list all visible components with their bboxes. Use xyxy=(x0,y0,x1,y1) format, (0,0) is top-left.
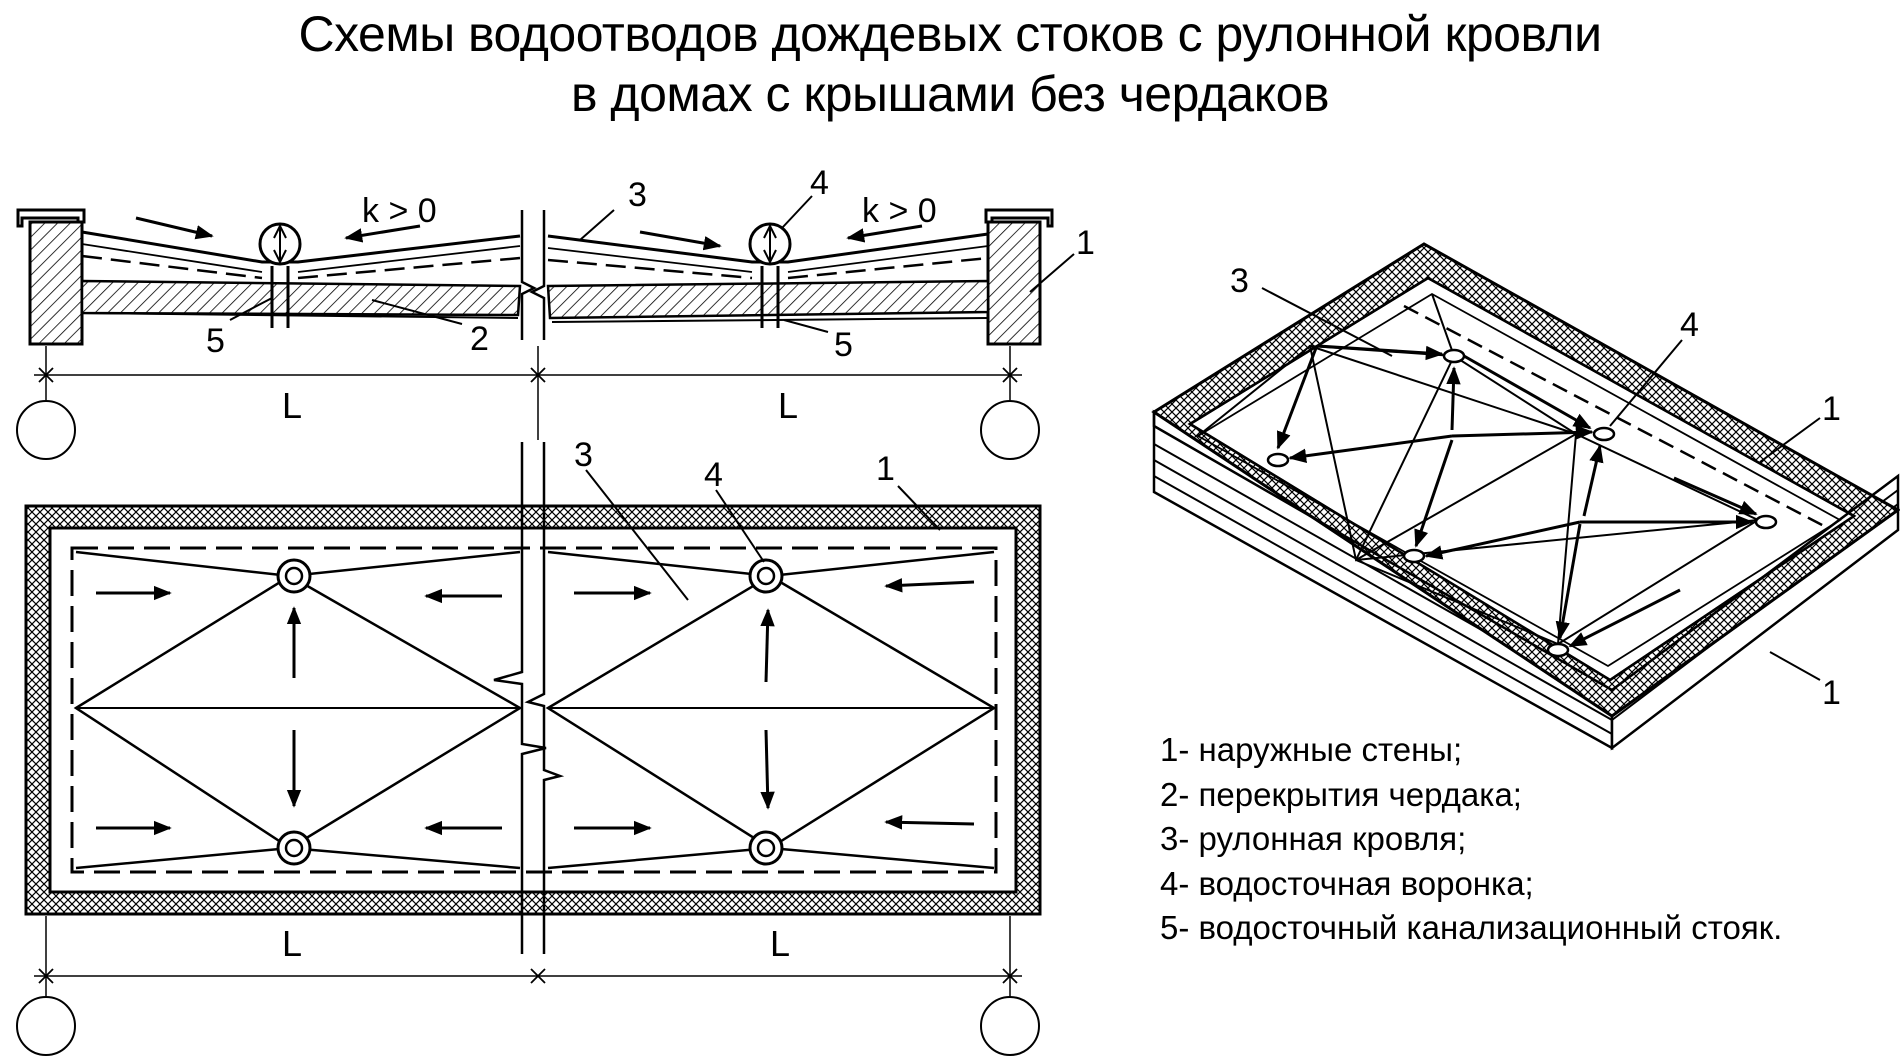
callout-1-plan: 1 xyxy=(876,450,895,488)
parapet-cap-right xyxy=(984,208,1054,228)
callout-4-iso: 4 xyxy=(1680,306,1699,344)
dimension-section: L L xyxy=(16,346,1040,460)
roof-isometric: 3 4 1 1 xyxy=(1151,242,1900,751)
callout-1b-iso: 1 xyxy=(1822,674,1841,712)
legend-item: 2- перекрытия чердака; xyxy=(1160,775,1522,813)
callout-1a-iso: 1 xyxy=(1822,390,1841,428)
iso-funnel xyxy=(1266,348,1778,658)
outer-wall-right xyxy=(986,220,1042,346)
drain-funnel-right xyxy=(748,222,792,328)
slope-label-right: k > 0 xyxy=(862,192,937,230)
plan-funnel xyxy=(276,558,312,594)
dimension-plan: L L xyxy=(16,916,1040,1056)
outer-wall-left xyxy=(28,220,84,346)
attic-slab-left xyxy=(80,279,522,317)
callout-5b-section: 5 xyxy=(834,326,853,364)
span-label-section-right: L xyxy=(778,385,798,426)
callout-4-section: 4 xyxy=(810,164,829,202)
legend: 1- наружные стены; 2- перекрытия чердака… xyxy=(1160,728,1782,951)
callout-1-section: 1 xyxy=(1076,224,1095,262)
parapet-cap-left xyxy=(16,208,86,228)
callout-2-section: 2 xyxy=(470,320,489,358)
roof-plan: 3 4 1 L L xyxy=(16,436,1042,1056)
title-line-1: Схемы водоотводов дождевых стоков с руло… xyxy=(298,6,1602,62)
callout-3-iso: 3 xyxy=(1230,262,1249,300)
legend-item: 1- наружные стены; xyxy=(1160,731,1463,768)
plan-funnel xyxy=(276,830,312,866)
drain-funnel-left xyxy=(258,222,302,328)
plan-funnel xyxy=(748,558,784,594)
legend-item: 5- водосточный канализационный стояк. xyxy=(1160,909,1783,946)
callout-4-plan: 4 xyxy=(704,456,723,494)
callout-5a-section: 5 xyxy=(206,322,225,360)
attic-slab-right xyxy=(546,279,990,320)
plan-outer-wall xyxy=(24,504,1042,916)
span-label-plan-right: L xyxy=(770,923,790,964)
span-label-plan-left: L xyxy=(282,923,302,964)
callout-3-plan: 3 xyxy=(574,436,593,474)
span-label-section-left: L xyxy=(282,385,302,426)
title-line-2: в домах с крышами без чердаков xyxy=(570,66,1330,122)
legend-item: 4- водосточная воронка; xyxy=(1160,864,1534,902)
slope-label-left: k > 0 xyxy=(362,192,437,230)
plan-funnel xyxy=(748,830,784,866)
roof-section: k > 0 k > 0 3 4 1 2 5 5 L L xyxy=(16,164,1095,460)
break-line-section xyxy=(520,210,546,340)
break-line-plan xyxy=(493,442,565,954)
callout-3-section: 3 xyxy=(628,176,647,214)
legend-item: 3- рулонная кровля; xyxy=(1160,820,1467,857)
iso-parapet xyxy=(1151,242,1900,718)
